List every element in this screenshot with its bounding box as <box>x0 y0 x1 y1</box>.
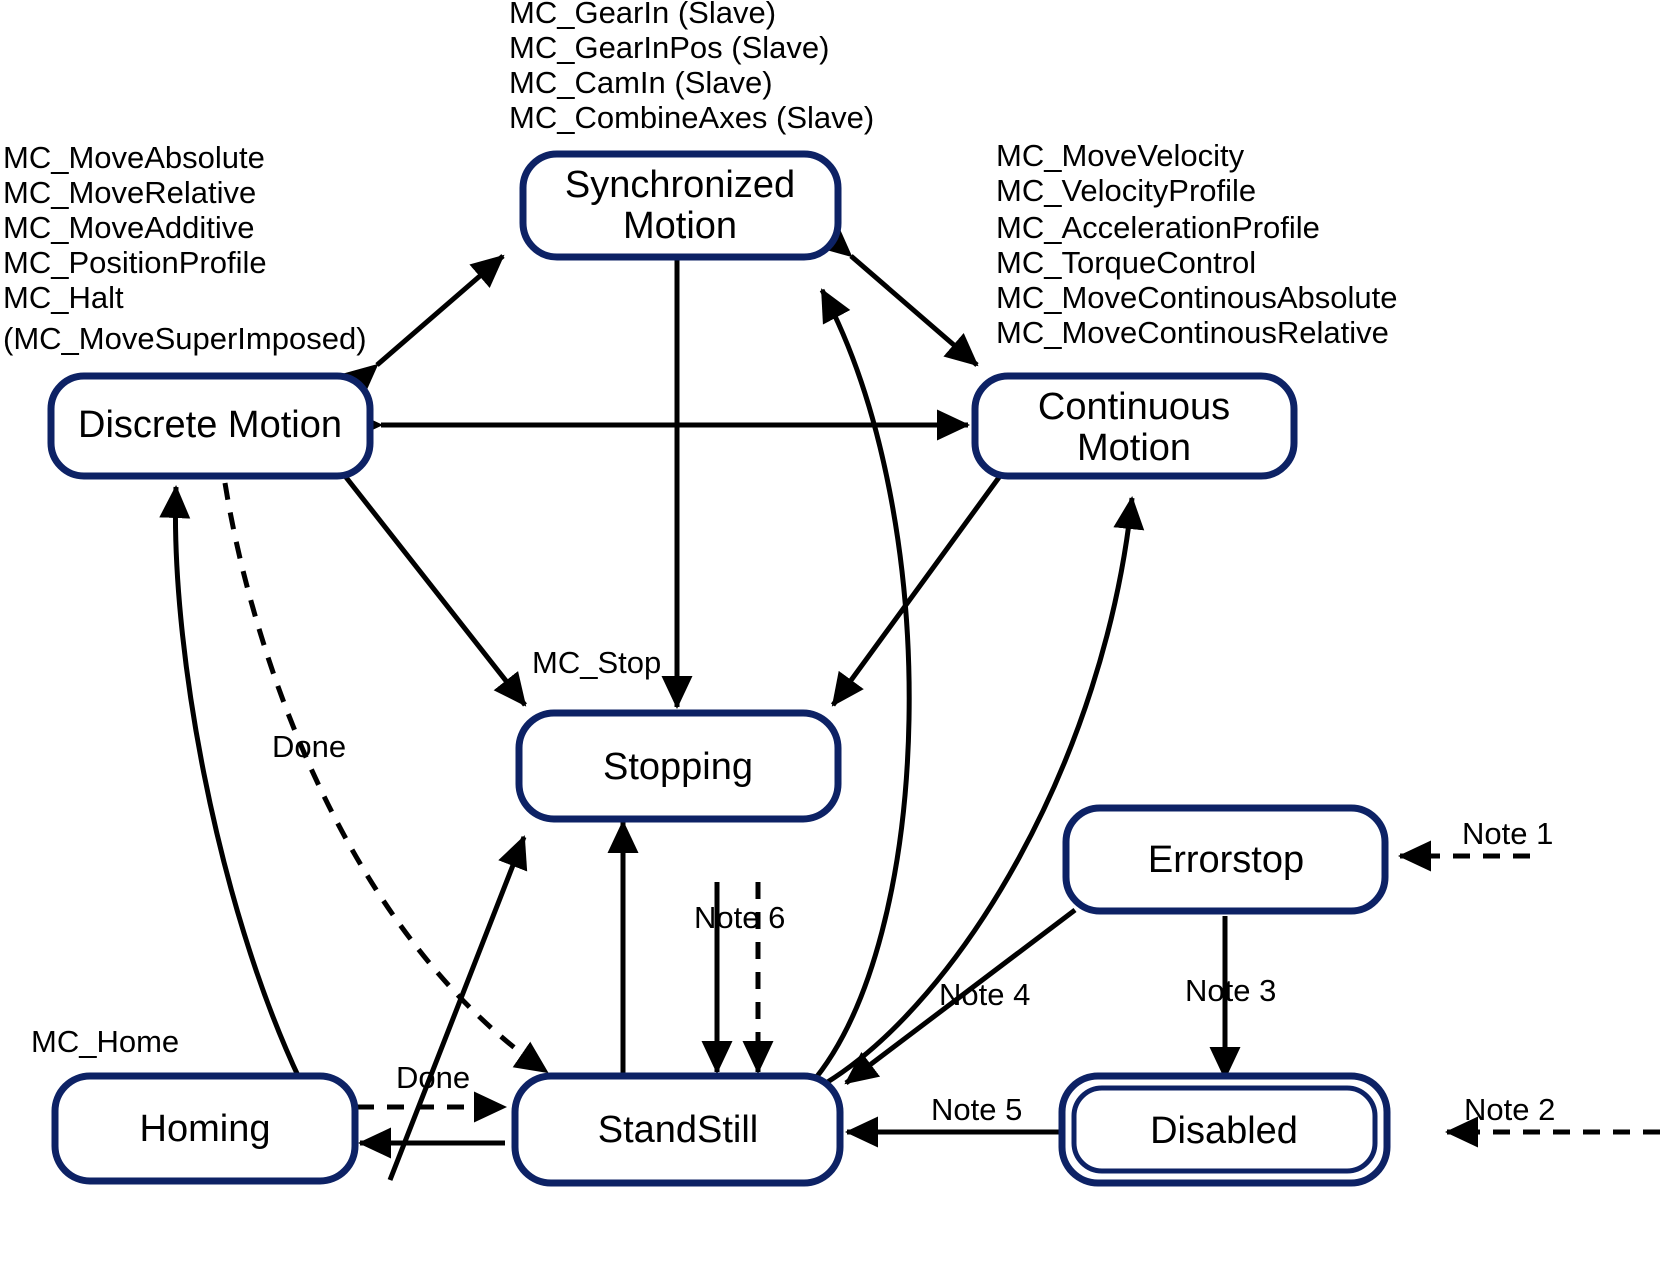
edge-standstill-continuous <box>824 496 1145 1086</box>
transition-label-group: MC_Stop Done Done Note 1 Note 2 Note 3 N… <box>272 645 1555 1127</box>
state-errorstop-label: Errorstop <box>1148 839 1304 881</box>
edge-standstill-stopping-diagonal <box>387 835 528 1181</box>
edge-discrete-synchronized <box>343 254 505 398</box>
state-errorstop-box[interactable] <box>1062 804 1389 915</box>
fb-group-homing: MC_Home <box>31 1024 179 1059</box>
label-mc-stop: MC_Stop <box>532 645 661 680</box>
fb-cont-2: MC_AccelerationProfile <box>996 210 1320 245</box>
state-synchronized-motion-label-2: Motion <box>623 205 737 247</box>
fb-disc-4: MC_Halt <box>3 280 124 315</box>
fb-home-0: MC_Home <box>31 1024 179 1059</box>
label-note-5: Note 5 <box>931 1092 1022 1127</box>
edge-discrete-standstill-done <box>222 482 549 1075</box>
state-stopping-label: Stopping <box>603 746 753 788</box>
fb-disc-5: (MC_MoveSuperImposed) <box>3 321 367 356</box>
label-note-4: Note 4 <box>939 977 1030 1012</box>
label-done-homing: Done <box>396 1060 470 1095</box>
fb-group-discrete: MC_MoveAbsolute MC_MoveRelative MC_MoveA… <box>3 140 367 356</box>
state-discrete-motion-box[interactable] <box>47 372 374 480</box>
edge-synchronized-continuous <box>817 223 979 367</box>
fb-group-continuous: MC_MoveVelocity MC_VelocityProfile MC_Ac… <box>996 138 1398 350</box>
fb-group-synchronized: MC_GearIn (Slave) MC_GearInPos (Slave) M… <box>509 0 874 135</box>
state-continuous-motion[interactable]: Continuous Motion <box>971 372 1298 480</box>
state-standstill-box[interactable] <box>511 1072 844 1187</box>
fb-sync-2: MC_CamIn (Slave) <box>509 65 773 100</box>
state-synchronized-motion-box[interactable] <box>519 150 842 261</box>
state-discrete-motion-label: Discrete Motion <box>78 404 342 446</box>
fb-cont-5: MC_MoveContinousRelative <box>996 315 1389 350</box>
fb-disc-2: MC_MoveAdditive <box>3 210 255 245</box>
edge-standstill-discrete <box>159 485 303 1082</box>
state-errorstop[interactable]: Errorstop <box>1062 804 1389 915</box>
fb-sync-0: MC_GearIn (Slave) <box>509 0 776 30</box>
label-note-1: Note 1 <box>1462 816 1553 851</box>
state-continuous-motion-box[interactable] <box>971 372 1298 480</box>
fb-sync-3: MC_CombineAxes (Slave) <box>509 100 874 135</box>
fb-cont-1: MC_VelocityProfile <box>996 173 1256 208</box>
state-standstill[interactable]: StandStill <box>511 1072 844 1187</box>
state-homing-label: Homing <box>140 1108 271 1150</box>
edge-continuous-stopping <box>830 474 1003 707</box>
label-note-3: Note 3 <box>1185 973 1276 1008</box>
state-stopping-box[interactable] <box>515 709 842 823</box>
state-continuous-motion-label-2: Motion <box>1077 427 1191 469</box>
state-discrete-motion[interactable]: Discrete Motion <box>47 372 374 480</box>
fb-disc-3: MC_PositionProfile <box>3 245 267 280</box>
fb-disc-0: MC_MoveAbsolute <box>3 140 265 175</box>
label-note-6: Note 6 <box>694 900 785 935</box>
state-disabled[interactable]: Disabled <box>1058 1072 1391 1187</box>
state-homing-box[interactable] <box>51 1072 359 1185</box>
transition-edges <box>159 223 1660 1181</box>
label-done-discrete: Done <box>272 729 346 764</box>
edge-standstill-synchronized <box>808 288 912 1087</box>
fb-cont-4: MC_MoveContinousAbsolute <box>996 280 1398 315</box>
state-continuous-motion-label-1: Continuous <box>1038 386 1230 428</box>
state-standstill-label: StandStill <box>598 1109 759 1151</box>
state-stopping[interactable]: Stopping <box>515 709 842 823</box>
state-homing[interactable]: Homing <box>51 1072 359 1185</box>
fb-cont-0: MC_MoveVelocity <box>996 138 1245 173</box>
state-synchronized-motion-label-1: Synchronized <box>565 164 795 206</box>
fb-sync-1: MC_GearInPos (Slave) <box>509 30 829 65</box>
fb-cont-3: MC_TorqueControl <box>996 245 1256 280</box>
label-note-2: Note 2 <box>1464 1092 1555 1127</box>
edge-errorstop-standstill <box>844 908 1077 1085</box>
state-synchronized-motion[interactable]: Synchronized Motion <box>519 150 842 261</box>
fb-disc-1: MC_MoveRelative <box>3 175 256 210</box>
state-disabled-box-inner <box>1071 1085 1378 1174</box>
state-disabled-label: Disabled <box>1150 1110 1298 1152</box>
state-disabled-box-outer[interactable] <box>1058 1072 1391 1187</box>
edge-discrete-stopping <box>343 474 527 707</box>
